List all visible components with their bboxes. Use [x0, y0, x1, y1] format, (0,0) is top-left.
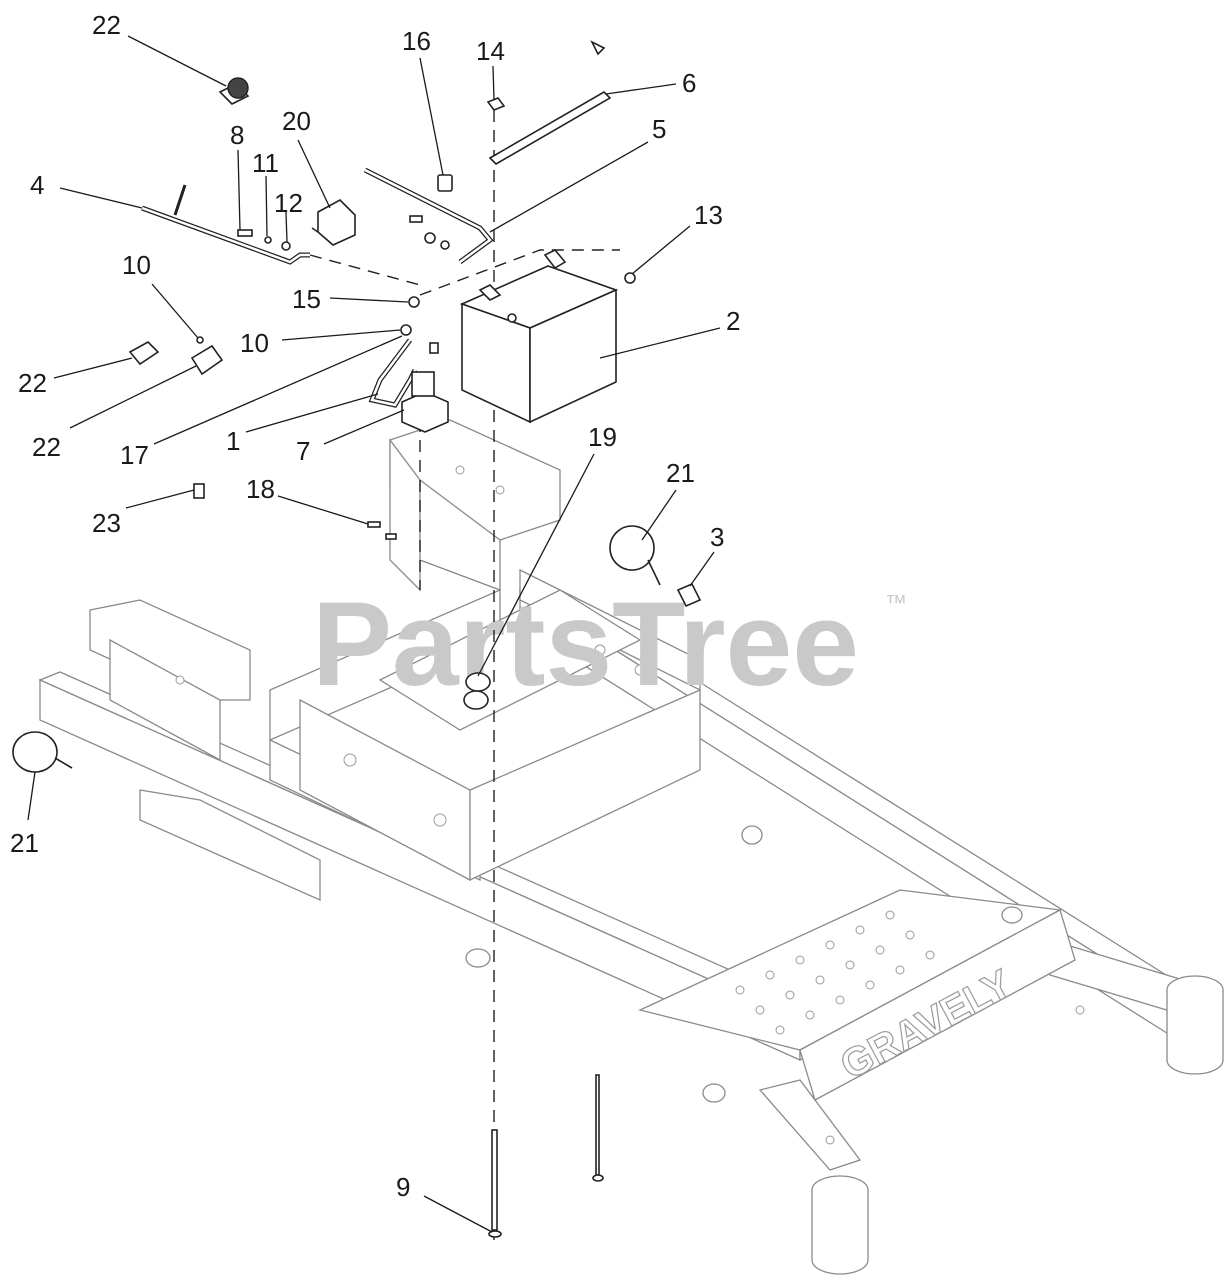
wire-connector — [193, 483, 205, 499]
callout-1: 1 — [226, 426, 240, 456]
callout-12: 12 — [274, 188, 303, 218]
callout-11: 11 — [252, 148, 279, 178]
cable-tie-right — [609, 525, 661, 586]
cable-hardware — [409, 215, 450, 250]
callout-21-right: 21 — [666, 458, 695, 488]
callout-19: 19 — [588, 422, 617, 452]
callout-10-mid: 10 — [240, 328, 269, 358]
screw-18b — [385, 533, 397, 540]
wing-nut — [486, 97, 506, 111]
starter-solenoid — [401, 371, 449, 433]
battery-clamp — [437, 174, 453, 192]
callout-14: 14 — [476, 36, 505, 66]
callout-7: 7 — [296, 436, 310, 466]
relay-cover — [311, 199, 356, 246]
callout-6: 6 — [682, 68, 696, 98]
wing-nut-top — [590, 40, 606, 56]
ground-cable — [141, 184, 310, 265]
callout-20: 20 — [282, 106, 311, 136]
bolt-small — [429, 342, 439, 354]
flat-washer — [281, 241, 291, 251]
callout-22-left: 22 — [18, 368, 47, 398]
callout-22-top: 22 — [92, 10, 121, 40]
callout-9: 9 — [396, 1172, 410, 1202]
long-bolt — [488, 1129, 502, 1238]
positive-cable — [368, 338, 418, 408]
watermark-trademark: ™ — [885, 590, 907, 615]
long-bolt-2 — [592, 1074, 604, 1182]
nut-10 — [400, 324, 412, 336]
callout-17: 17 — [120, 440, 149, 470]
terminal-boot-mid — [190, 344, 224, 376]
callout-21-left: 21 — [10, 828, 39, 858]
leader-lines — [27, 35, 721, 1233]
callout-23: 23 — [92, 508, 121, 538]
cable-tie-left — [12, 731, 73, 773]
washer-15 — [408, 296, 420, 308]
screw-18a — [367, 521, 381, 528]
bolt — [237, 229, 253, 237]
watermark: PartsTree ™ — [312, 577, 907, 711]
foot-plate-holes — [735, 910, 935, 1035]
callout-8: 8 — [230, 120, 244, 150]
cable-route-line-2 — [419, 249, 620, 296]
callout-16: 16 — [402, 26, 431, 56]
battery — [459, 249, 619, 424]
nut-10-left — [196, 336, 204, 344]
callout-18: 18 — [246, 474, 275, 504]
callout-4: 4 — [30, 170, 44, 200]
callout-10-top: 10 — [122, 250, 151, 280]
terminal-boot-left — [128, 341, 160, 366]
lock-washer — [264, 236, 272, 244]
callouts: 22 16 14 6 5 20 8 11 12 4 13 10 15 2 10 … — [10, 10, 740, 1202]
terminal-boot-top — [218, 77, 250, 105]
cable-route-line — [309, 254, 421, 286]
callout-2: 2 — [726, 306, 740, 336]
hex-nut — [624, 272, 636, 284]
battery-hold-down-bar — [488, 90, 612, 166]
grommet — [463, 672, 491, 710]
callout-5: 5 — [652, 114, 666, 144]
mower-frame: GRAVELY — [38, 419, 1224, 1275]
callout-13: 13 — [694, 200, 723, 230]
watermark-text: PartsTree — [312, 577, 859, 711]
battery-cable — [363, 167, 494, 265]
callout-22-mid: 22 — [32, 432, 61, 462]
callout-15: 15 — [292, 284, 321, 314]
relay-connector — [676, 582, 702, 608]
callout-3: 3 — [710, 522, 724, 552]
